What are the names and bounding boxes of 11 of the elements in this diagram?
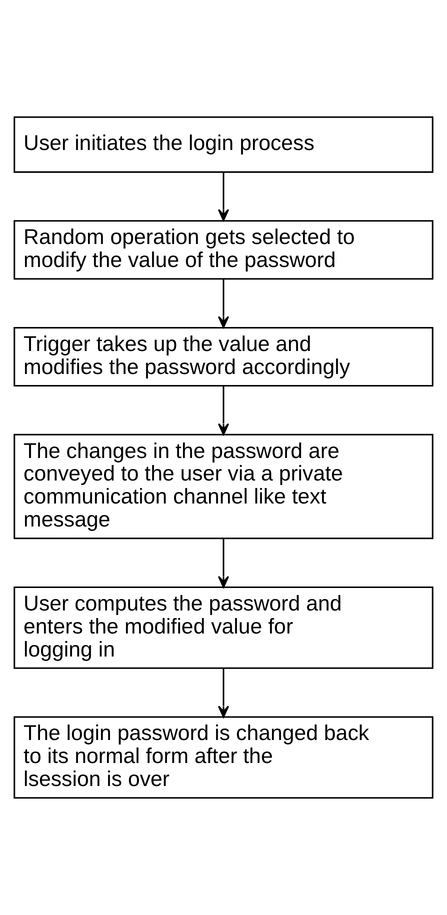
- node-box: User computes the password and enters the modified value for logging in: [14, 586, 434, 669]
- node-box: Trigger takes up the value and modifies the password accordingly: [14, 327, 434, 387]
- arrow: [218, 668, 230, 718]
- node-box: Random operation gets selected to modify the value of the password: [14, 220, 434, 280]
- node-box: User initiates the login process: [14, 116, 434, 173]
- arrow: [218, 172, 230, 222]
- arrow: [218, 538, 230, 588]
- node-box: The login password is changed back to its normal form after the lsession is over: [14, 716, 434, 799]
- node-box: The changes in the password are conveyed to the user via a private communication channel like text message: [14, 434, 434, 540]
- arrow: [218, 279, 230, 328]
- arrow: [218, 386, 230, 436]
